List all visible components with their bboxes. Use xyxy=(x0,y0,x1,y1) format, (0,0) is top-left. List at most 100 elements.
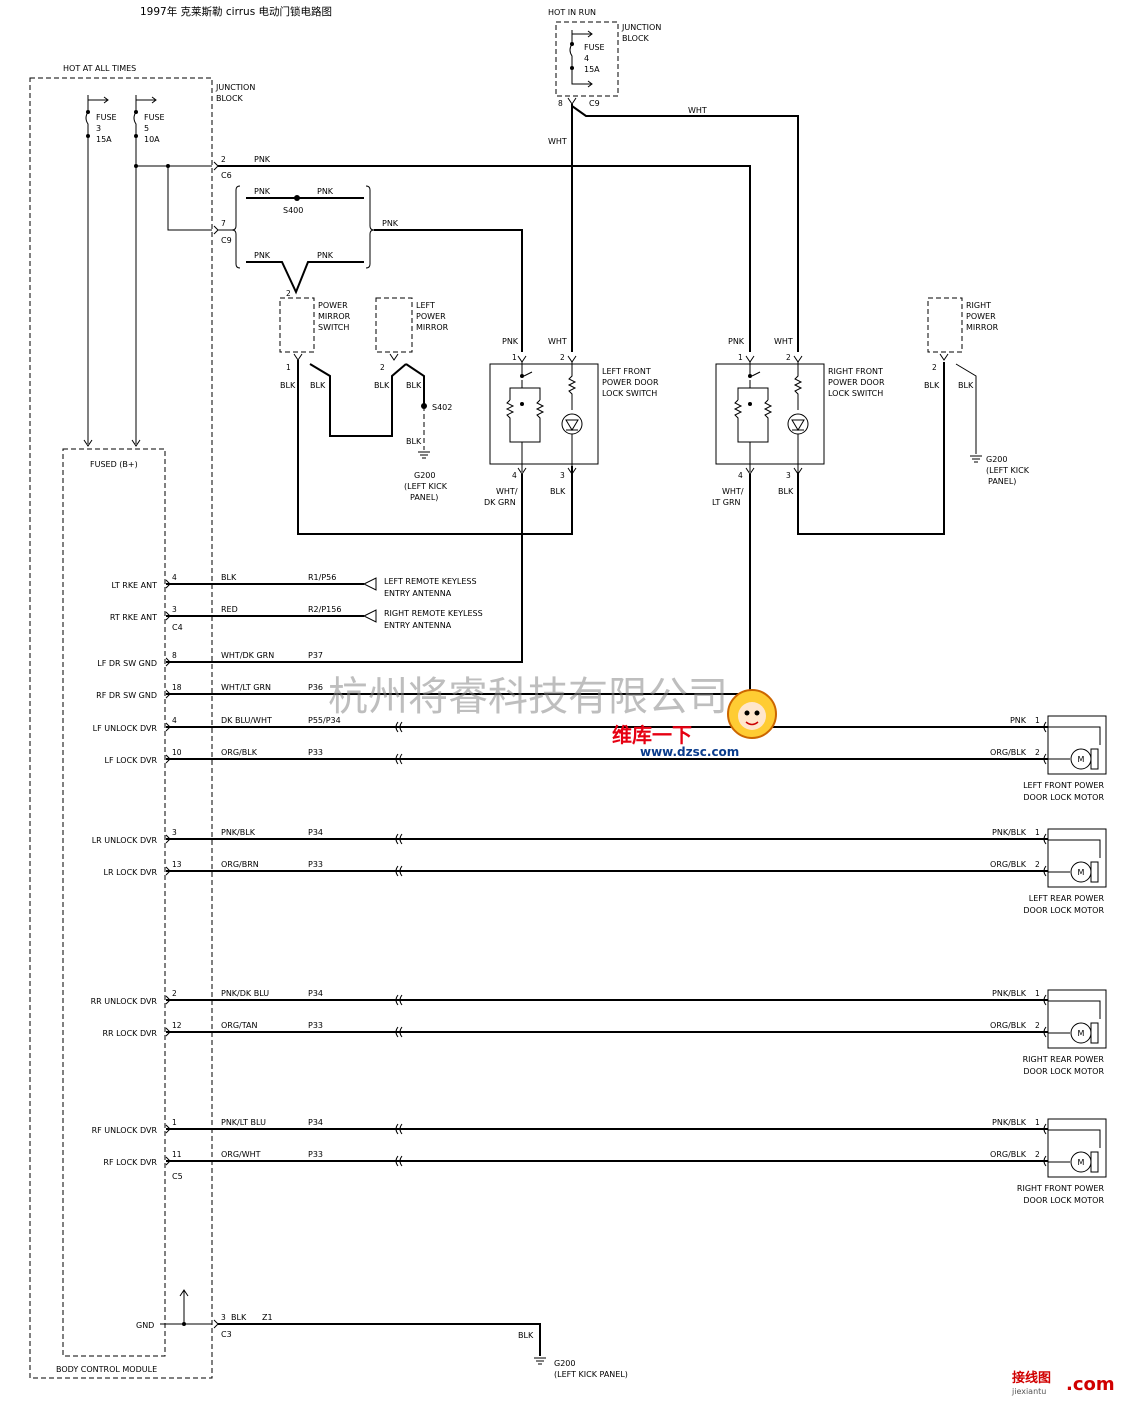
left-mirror-label-1: LEFT xyxy=(416,301,435,310)
c6-label: C6 xyxy=(221,171,232,180)
circuit-pin: 8 xyxy=(172,651,177,660)
circuit-pin: 4 xyxy=(172,716,177,725)
blk-mirror-loop xyxy=(309,363,407,437)
left-bracket xyxy=(231,185,241,269)
g200-bottom-sub: (LEFT KICK PANEL) xyxy=(554,1370,628,1379)
right-rke-antenna: RIGHT REMOTE KEYLESS ENTRY ANTENNA xyxy=(362,609,483,630)
g200-left-label: G200 xyxy=(414,471,435,480)
rf-switch-label-3: LOCK SWITCH xyxy=(828,389,883,398)
motor-name: DOOR LOCK MOTOR xyxy=(1023,793,1104,802)
motor-pin: 2 xyxy=(1035,1021,1040,1030)
motor-pin: 2 xyxy=(1035,1150,1040,1159)
motor-wire-color: PNK/BLK xyxy=(992,1118,1027,1127)
circuit-row: RF DR SW GND 18 WHT/LT GRN P36 xyxy=(96,683,323,700)
svg-text:4: 4 xyxy=(512,471,517,480)
rf-switch-label-2: POWER DOOR xyxy=(828,378,885,387)
bcm-ground: GND 3 BLK Z1 C3 BLK G200 (LEFT KICK PANE… xyxy=(136,1289,628,1379)
svg-text:2: 2 xyxy=(560,353,565,362)
right-bracket xyxy=(365,185,375,269)
pnk-label-3: PNK xyxy=(254,251,271,260)
right-mirror-label-2: POWER xyxy=(966,312,996,321)
ground-symbol-right xyxy=(970,455,982,463)
pnk-mirror-wire xyxy=(246,261,364,295)
pnk-label-5: PNK xyxy=(382,219,399,228)
fuse-5: FUSE 5 10A xyxy=(133,95,165,144)
circuit-pin: 3 xyxy=(172,828,177,837)
svg-text:2: 2 xyxy=(786,353,791,362)
circuit-wire-color: WHT/LT GRN xyxy=(221,683,271,692)
circuit-label: LR LOCK DVR xyxy=(104,868,158,877)
circuit-number: P34 xyxy=(308,989,323,998)
lf-wht-dk-grn-2: DK GRN xyxy=(484,498,516,507)
motor-wire-color: PNK/BLK xyxy=(992,989,1027,998)
s400-label: S400 xyxy=(283,206,303,215)
circuit-label: LT RKE ANT xyxy=(111,581,157,590)
motor-name: DOOR LOCK MOTOR xyxy=(1023,1067,1104,1076)
circuit-number: P33 xyxy=(308,1021,323,1030)
circuit-pin: 13 xyxy=(172,860,182,869)
left-rke-target-1: LEFT REMOTE KEYLESS xyxy=(384,577,477,586)
svg-text:3: 3 xyxy=(786,471,791,480)
gnd-label: GND xyxy=(136,1321,154,1330)
gnd-connector: C3 xyxy=(221,1330,232,1339)
corner-tld: .com xyxy=(1066,1374,1115,1395)
blk-right-mirror-ground xyxy=(955,363,977,454)
circuit-number: P36 xyxy=(308,683,323,692)
motor-pin: 1 xyxy=(1035,989,1040,998)
motor-symbol: M xyxy=(1078,755,1085,764)
pnk-wire-c6 xyxy=(218,165,751,352)
circuit-pin: 18 xyxy=(172,683,182,692)
junction-block-label-1: JUNCTION xyxy=(215,83,255,92)
lf-wht-dk-grn-1: WHT/ xyxy=(496,487,518,496)
motor-wire-color: ORG/BLK xyxy=(990,748,1027,757)
left-power-mirror: LEFT POWER MIRROR 2 BLK BLK xyxy=(374,297,449,390)
lf-switch-label-1: LEFT FRONT xyxy=(602,367,651,376)
right-rke-target-1: RIGHT REMOTE KEYLESS xyxy=(384,609,483,618)
circuit-wire-color: PNK/DK BLU xyxy=(221,989,269,998)
circuit-pin: 4 xyxy=(172,573,177,582)
jiexiantu-logo: 接线图 jiexiantu .com xyxy=(1011,1370,1115,1396)
circuit-number: P34 xyxy=(308,828,323,837)
left-mirror-blk: BLK xyxy=(374,381,390,390)
power-mirror-switch: 2 POWER MIRROR SWITCH 1 BLK BLK xyxy=(279,289,351,390)
wht-label-2: WHT xyxy=(688,106,707,115)
circuit-number: P33 xyxy=(308,860,323,869)
circuit-label: RR UNLOCK DVR xyxy=(91,997,158,1006)
dzsc-logo: 维库一下 www.dzsc.com xyxy=(612,689,777,759)
g200-bottom-label: G200 xyxy=(554,1359,575,1368)
logo-brand: 维库一下 xyxy=(612,723,692,747)
g200-right-sub-2: PANEL) xyxy=(988,477,1016,486)
c6-pin-2: 2 xyxy=(221,155,226,164)
left-rke-antenna: LEFT REMOTE KEYLESS ENTRY ANTENNA xyxy=(362,577,477,598)
circuit-label: LR UNLOCK DVR xyxy=(92,836,158,845)
motor-wire-color: PNK/BLK xyxy=(992,828,1027,837)
left-mirror-label-3: MIRROR xyxy=(416,323,449,332)
circuit-label: RF DR SW GND xyxy=(96,691,157,700)
blk-left-mirror xyxy=(405,363,425,404)
svg-text:1: 1 xyxy=(286,363,291,372)
bcm-outline: FUSED (B+) BODY CONTROL MODULE xyxy=(56,448,166,1374)
left-mirror-label-2: POWER xyxy=(416,312,446,321)
pnk-label-2: PNK xyxy=(317,187,334,196)
circuit-wire-color: WHT/DK GRN xyxy=(221,651,274,660)
svg-text:2: 2 xyxy=(932,363,937,372)
circuit-wire-color: PNK/LT BLU xyxy=(221,1118,266,1127)
rf-switch-wht: WHT xyxy=(774,337,793,346)
c6-c9-connectors xyxy=(213,161,219,235)
lf-switch-label-3: LOCK SWITCH xyxy=(602,389,657,398)
fuse-3: FUSE 3 15A xyxy=(85,95,117,144)
g200-left-sub-1: (LEFT KICK xyxy=(404,482,448,491)
g200-right-label: G200 xyxy=(986,455,1007,464)
top-junction-label-2: BLOCK xyxy=(622,34,650,43)
right-mirror-blk-1: BLK xyxy=(924,381,940,390)
top-c9-label: C9 xyxy=(589,99,600,108)
motor-name: DOOR LOCK MOTOR xyxy=(1023,1196,1104,1205)
